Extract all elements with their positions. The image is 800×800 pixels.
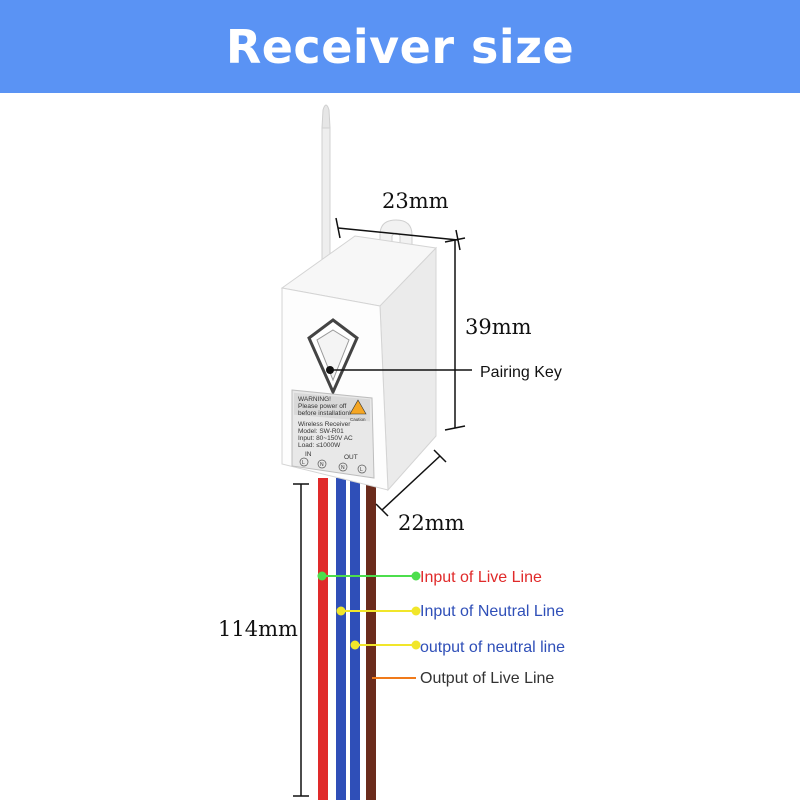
title-banner: Receiver size	[0, 0, 800, 93]
live-input-wire	[318, 478, 328, 800]
warning-title: WARNING!	[298, 396, 331, 403]
height-label: 39mm	[465, 315, 532, 339]
model-number: Model: SW-R01	[298, 428, 344, 435]
live-output-wire	[366, 478, 376, 800]
device-label: WARNING! Please power off before install…	[291, 389, 375, 479]
live-output-label: Output of Live Line	[420, 670, 554, 687]
wire-length-label: 114mm	[218, 617, 298, 641]
neutral-output-callout	[350, 640, 421, 650]
wire-length-dimension	[293, 483, 309, 797]
pairing-key-label: Pairing Key	[480, 364, 562, 381]
neutral-output-wire	[350, 478, 360, 800]
live-input-label: Input of Live Line	[420, 569, 542, 586]
depth-label: 22mm	[398, 511, 465, 535]
depth-dimension	[375, 449, 447, 517]
warning-line-1: Please power off	[298, 403, 346, 410]
terminal-out-n: N	[341, 465, 345, 471]
terminal-out-l: L	[360, 467, 363, 473]
terminal-in-n: N	[320, 462, 324, 468]
height-dimension	[444, 237, 466, 431]
live-input-callout	[317, 571, 421, 581]
input-rating: Input: 80~150V AC	[298, 435, 353, 442]
wires	[318, 478, 376, 800]
load-rating: Load: ≤1000W	[298, 442, 341, 449]
in-label: IN	[305, 451, 312, 458]
antenna	[321, 104, 331, 279]
width-label: 23mm	[382, 189, 449, 213]
out-label: OUT	[344, 454, 358, 461]
receiver-body: WARNING! Please power off before install…	[280, 235, 438, 492]
caution-icon	[349, 399, 367, 415]
product-name: Wireless Receiver	[298, 421, 351, 428]
caution-label: Caution	[350, 417, 366, 422]
page-title: Receiver size	[225, 19, 575, 74]
neutral-input-callout	[336, 606, 421, 616]
warning-line-2: before installation!	[298, 410, 351, 417]
neutral-output-label: output of neutral line	[420, 639, 565, 656]
terminal-in-l: L	[302, 460, 305, 466]
neutral-input-wire	[336, 478, 346, 800]
neutral-input-label: Input of Neutral Line	[420, 603, 564, 620]
